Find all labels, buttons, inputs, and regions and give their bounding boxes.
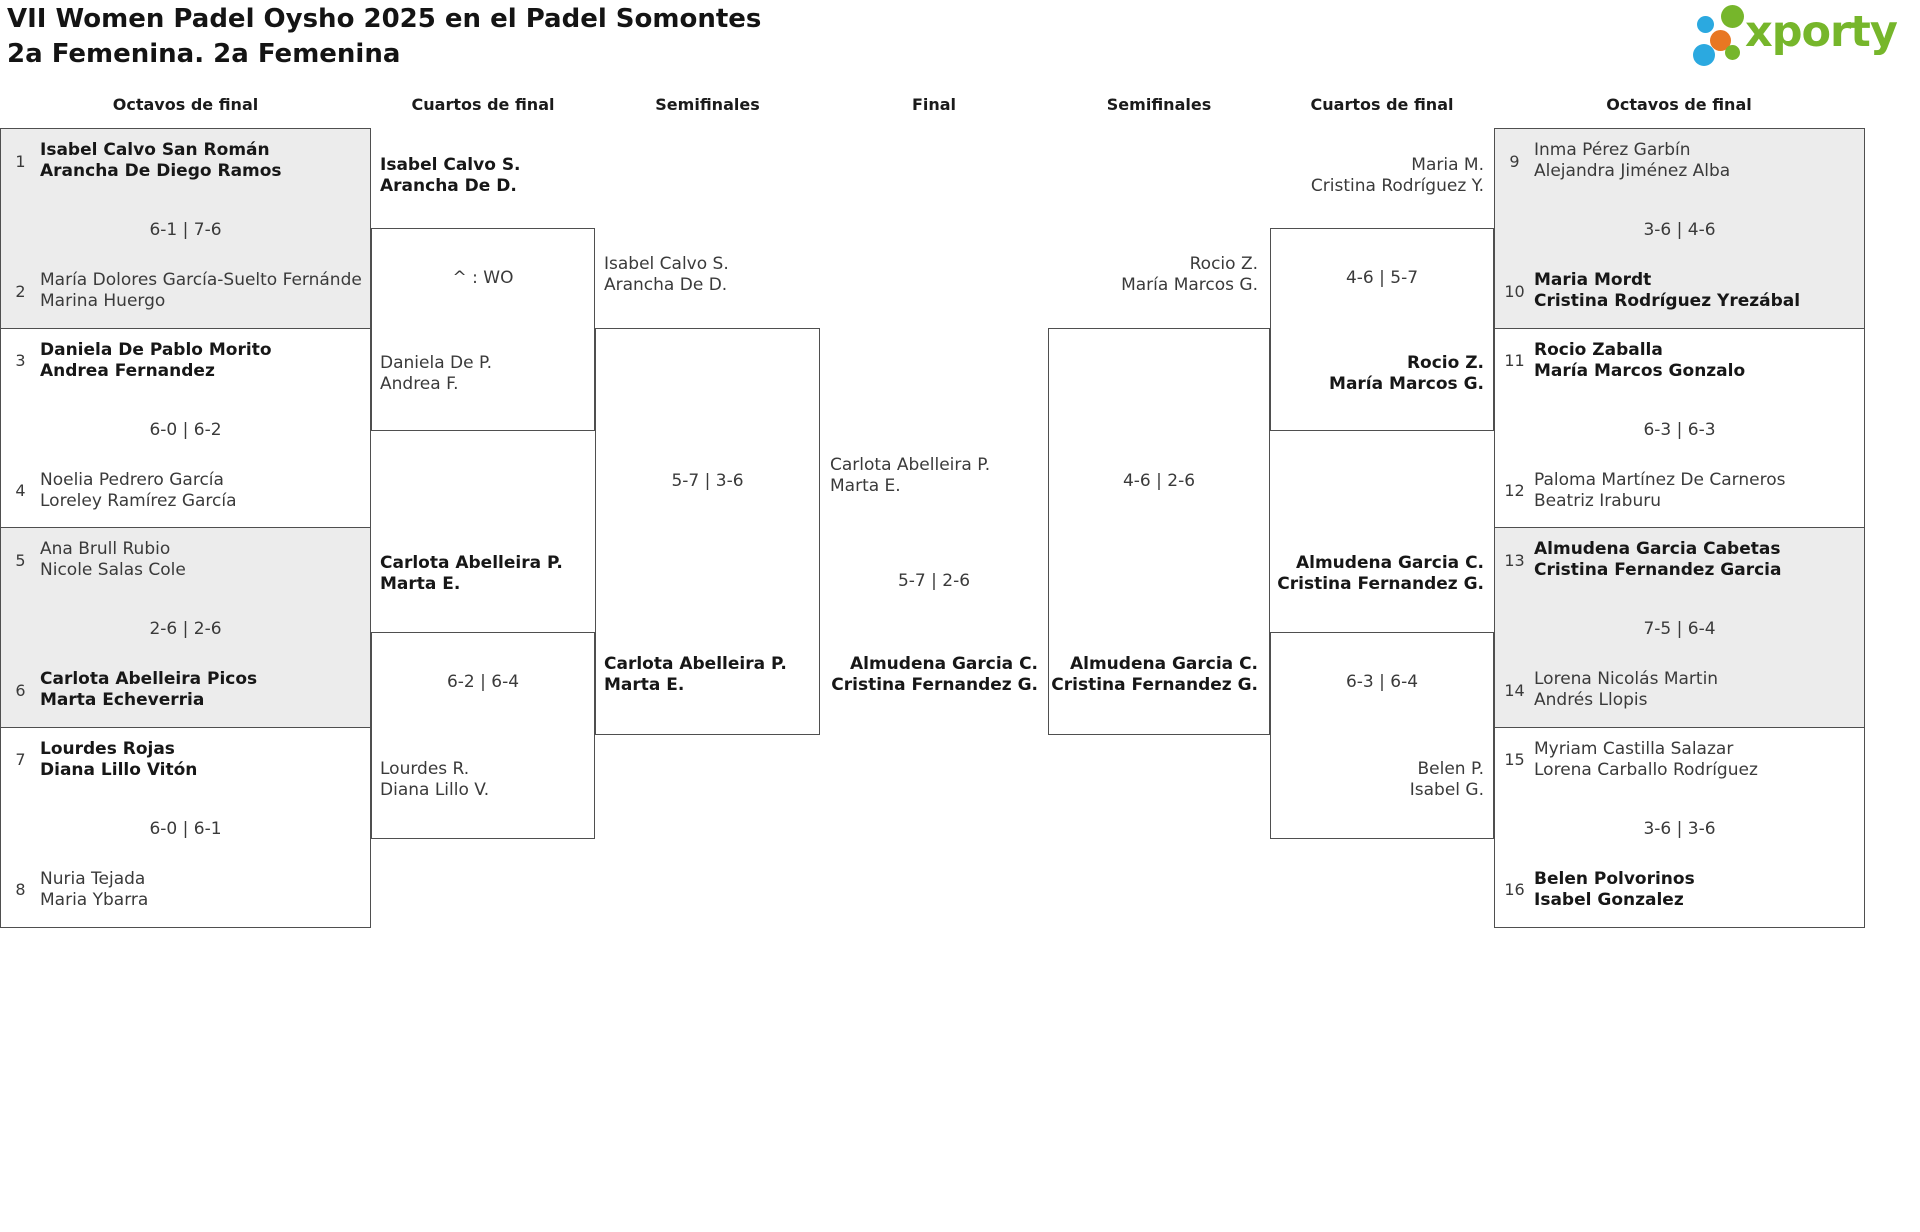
team-entry: Lorena Nicolás Martin Andrés Llopis — [1534, 669, 1719, 710]
xporty-logo[interactable]: xporty — [1688, 4, 1898, 66]
team-entry: Rocio Zaballa María Marcos Gonzalo — [1534, 339, 1746, 381]
match-score: 6-0 | 6-2 — [149, 419, 222, 440]
match-box-oct-3: 5 Ana Brull Rubio Nicole Salas Cole 2-6 … — [0, 527, 371, 728]
octavos-left-column: 1 Isabel Calvo San Román Arancha De Dieg… — [0, 128, 371, 928]
round-header-cuartos-right: Cuartos de final — [1310, 95, 1454, 114]
logo-dot-blue-large — [1693, 44, 1715, 66]
team-entry: Almudena Garcia C. Cristina Fernandez G. — [1277, 553, 1484, 594]
team-entry: Belen P. Isabel G. — [1409, 759, 1484, 800]
quarterfinal-right-1-box — [1270, 228, 1494, 431]
logo-dot-green-small — [1725, 45, 1740, 60]
team-entry: Isabel Calvo S. Arancha De D. — [604, 254, 729, 295]
team-entry: Rocio Z. María Marcos G. — [1329, 353, 1484, 394]
seed-number: 6 — [15, 680, 26, 700]
team-entry: Almudena Garcia C. Cristina Fernandez G. — [1051, 654, 1258, 695]
round-header-octavos-left: Octavos de final — [112, 95, 259, 114]
seed-number: 15 — [1504, 750, 1525, 769]
category-subtitle: 2a Femenina. 2a Femenina — [7, 39, 401, 69]
match-score: 5-7 | 3-6 — [671, 471, 744, 491]
match-box-oct-8: 15 Myriam Castilla Salazar Lorena Carbal… — [1494, 726, 1865, 928]
team-entry: Paloma Martínez De Carneros Beatriz Irab… — [1534, 469, 1786, 511]
match-box-oct-1: 1 Isabel Calvo San Román Arancha De Dieg… — [0, 128, 371, 329]
team-entry: Carlota Abelleira P. Marta E. — [830, 455, 991, 496]
seed-number: 7 — [15, 750, 26, 769]
team-entry: Daniela De P. Andrea F. — [380, 353, 492, 394]
quarterfinal-left-1-box — [371, 228, 595, 431]
team-entry: Isabel Calvo S. Arancha De D. — [380, 155, 521, 196]
team-entry: Daniela De Pablo Morito Andrea Fernandez — [40, 339, 272, 381]
seed-number: 1 — [15, 151, 26, 171]
seed-number: 11 — [1504, 351, 1525, 370]
match-score: 6-0 | 6-1 — [149, 818, 222, 839]
team-entry: Carlota Abelleira P. Marta E. — [380, 553, 563, 594]
team-entry: Almudena Garcia Cabetas Cristina Fernand… — [1534, 539, 1782, 580]
team-entry: Noelia Pedrero García Loreley Ramírez Ga… — [40, 469, 237, 511]
team-entry: Maria M. Cristina Rodríguez Y. — [1310, 155, 1484, 196]
logo-dot-blue-small — [1697, 16, 1714, 33]
team-entry: Belen Polvorinos Isabel Gonzalez — [1534, 868, 1695, 910]
seed-number: 4 — [15, 481, 26, 500]
match-score: 4-6 | 5-7 — [1345, 268, 1419, 288]
team-entry: Myriam Castilla Salazar Lorena Carballo … — [1534, 738, 1758, 780]
seed-number: 3 — [15, 351, 26, 370]
logo-dot-orange — [1710, 30, 1731, 51]
octavos-right-column: 9 Inma Pérez Garbín Alejandra Jiménez Al… — [1494, 128, 1865, 928]
tournament-title: VII Women Padel Oysho 2025 en el Padel S… — [7, 2, 761, 72]
match-score: 6-2 | 6-4 — [446, 672, 520, 692]
team-entry: Inma Pérez Garbín Alejandra Jiménez Alba — [1534, 140, 1731, 181]
match-score: 5-7 | 2-6 — [897, 571, 971, 591]
seed-number: 13 — [1504, 550, 1525, 570]
seed-number: 8 — [15, 880, 26, 899]
team-entry: Isabel Calvo San Román Arancha De Diego … — [40, 140, 282, 181]
match-score: 6-3 | 6-4 — [1345, 672, 1419, 692]
team-entry: Ana Brull Rubio Nicole Salas Cole — [40, 539, 186, 580]
seed-number: 5 — [15, 550, 26, 570]
match-box-oct-2: 3 Daniela De Pablo Morito Andrea Fernand… — [0, 327, 371, 529]
team-entry: Carlota Abelleira Picos Marta Echeverria — [40, 669, 258, 710]
team-entry: Maria Mordt Cristina Rodríguez Yrezábal — [1534, 270, 1801, 311]
team-entry: Lourdes R. Diana Lillo V. — [380, 759, 490, 800]
match-score: 6-3 | 6-3 — [1643, 419, 1716, 440]
match-score: 7-5 | 6-4 — [1643, 619, 1716, 639]
team-entry: Rocio Z. María Marcos G. — [1121, 254, 1258, 295]
quarterfinal-left-2-box — [371, 632, 595, 839]
seed-number: 16 — [1504, 880, 1525, 899]
logo-text: xporty — [1745, 7, 1898, 57]
match-score: 2-6 | 2-6 — [149, 619, 222, 639]
semifinal-right-box — [1048, 328, 1270, 735]
tournament-name: VII Women Padel Oysho 2025 en el Padel S… — [7, 4, 762, 34]
team-entry: Lourdes Rojas Diana Lillo Vitón — [40, 738, 198, 780]
round-header-octavos-right: Octavos de final — [1606, 95, 1752, 114]
seed-number: 12 — [1504, 481, 1525, 500]
match-score: 3-6 | 3-6 — [1643, 818, 1716, 839]
team-entry: Nuria Tejada Maria Ybarra — [40, 868, 149, 910]
round-header-cuartos-left: Cuartos de final — [411, 95, 555, 114]
team-entry: Carlota Abelleira P. Marta E. — [604, 654, 787, 695]
match-box-oct-6: 11 Rocio Zaballa María Marcos Gonzalo 6-… — [1494, 327, 1865, 529]
seed-number: 10 — [1504, 281, 1525, 301]
semifinal-left-box — [595, 328, 820, 735]
team-entry: María Dolores García-Suelto Fernánde Mar… — [40, 270, 362, 311]
round-header-final: Final — [911, 95, 957, 114]
team-entry: Almudena Garcia C. Cristina Fernandez G. — [831, 654, 1038, 695]
match-box-oct-4: 7 Lourdes Rojas Diana Lillo Vitón 6-0 | … — [0, 726, 371, 928]
quarterfinal-right-2-box — [1270, 632, 1494, 839]
match-score: 6-1 | 7-6 — [149, 220, 222, 240]
seed-number: 2 — [15, 281, 26, 301]
logo-dot-green-large — [1721, 5, 1744, 28]
round-header-semis-left: Semifinales — [655, 95, 760, 114]
match-score: 3-6 | 4-6 — [1643, 220, 1716, 240]
seed-number: 14 — [1504, 680, 1525, 700]
match-box-oct-7: 13 Almudena Garcia Cabetas Cristina Fern… — [1494, 527, 1865, 728]
match-score: 4-6 | 2-6 — [1122, 471, 1196, 491]
seed-number: 9 — [1509, 151, 1520, 171]
match-score: ^ : WO — [452, 268, 514, 288]
round-header-semis-right: Semifinales — [1106, 95, 1212, 114]
match-box-oct-5: 9 Inma Pérez Garbín Alejandra Jiménez Al… — [1494, 128, 1865, 329]
